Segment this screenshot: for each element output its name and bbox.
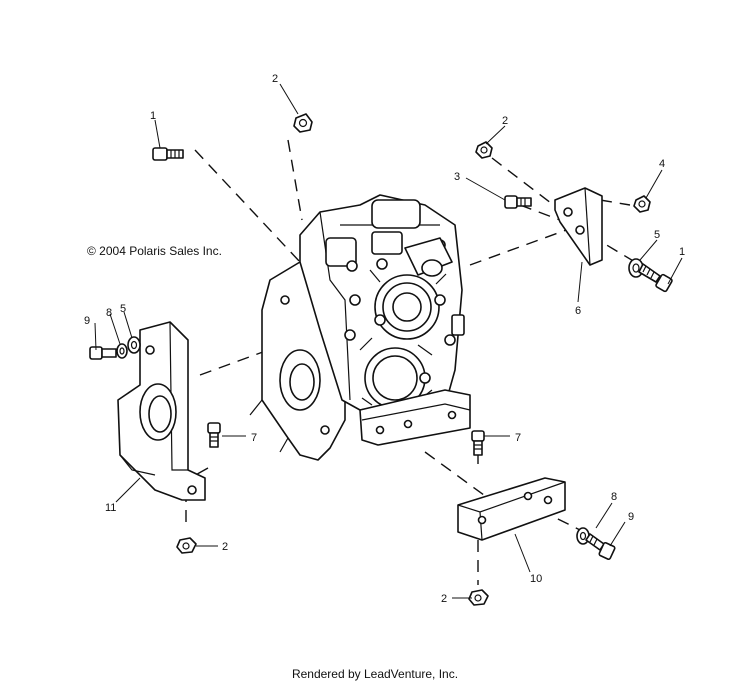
bolt-1-right-with-washer-5 bbox=[628, 258, 673, 293]
bottom-support-plate bbox=[457, 477, 566, 541]
callout-labels: 1 2 2 3 4 5 1 6 9 8 5 7 7 11 2 8 9 10 2 bbox=[84, 73, 685, 605]
callout-label: 3 bbox=[454, 171, 460, 183]
callout-label: 1 bbox=[150, 110, 156, 122]
callout-label: 5 bbox=[654, 229, 660, 241]
gearcase-housing bbox=[299, 194, 465, 411]
nut-2-top bbox=[293, 113, 313, 133]
nut-4 bbox=[633, 195, 651, 213]
bolt-9-washer-8-right bbox=[576, 527, 616, 561]
callout-label: 2 bbox=[272, 73, 278, 85]
callout-label: 1 bbox=[679, 246, 685, 258]
callout-label: 7 bbox=[515, 432, 521, 444]
callout-label: 8 bbox=[106, 307, 112, 319]
bolt-3 bbox=[504, 195, 532, 209]
copyright-notice: © 2004 Polaris Sales Inc. bbox=[87, 244, 222, 258]
callout-label: 6 bbox=[575, 305, 581, 317]
callout-label: 10 bbox=[530, 573, 542, 585]
callout-label: 11 bbox=[105, 502, 116, 514]
nut-2-right bbox=[475, 141, 493, 159]
callout-label: 2 bbox=[502, 115, 508, 127]
callout-label: 9 bbox=[84, 315, 90, 327]
callout-label: 2 bbox=[222, 541, 228, 553]
footer-credit: Rendered by LeadVenture, Inc. bbox=[291, 667, 459, 681]
callout-label: 2 bbox=[441, 593, 447, 605]
bolt-7-right bbox=[471, 430, 485, 456]
right-mount-bracket bbox=[554, 187, 603, 266]
nut-2-bottom bbox=[468, 589, 489, 606]
callout-label: 7 bbox=[251, 432, 257, 444]
bolt-9-washers-left bbox=[89, 336, 141, 360]
callout-leaders bbox=[94, 83, 683, 599]
nut-2-left-bottom bbox=[176, 537, 197, 554]
bolt-1-top bbox=[152, 147, 184, 161]
callout-label: 8 bbox=[611, 491, 617, 503]
left-mount-bracket bbox=[117, 321, 206, 501]
lower-mount-bracket bbox=[359, 389, 471, 446]
callout-label: 5 bbox=[120, 303, 126, 315]
callout-label: 4 bbox=[659, 158, 665, 170]
callout-label: 9 bbox=[628, 511, 634, 523]
bolt-7-left bbox=[207, 422, 221, 448]
